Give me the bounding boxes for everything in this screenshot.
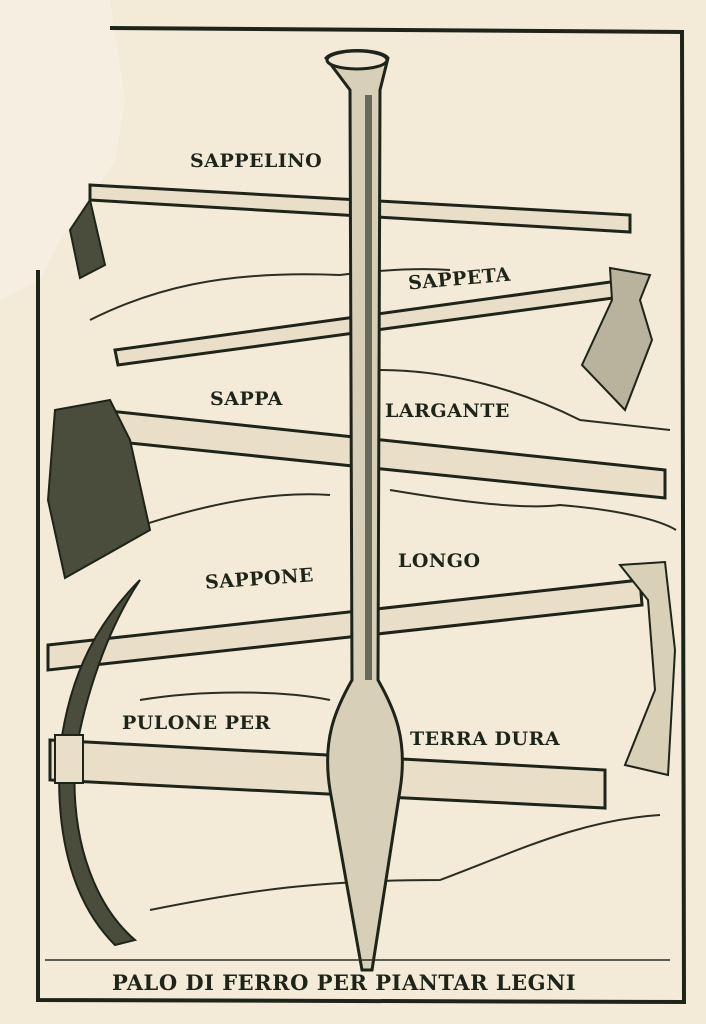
sappelino-blade	[68, 197, 107, 280]
stake-top	[325, 49, 389, 71]
sappone-blade	[618, 560, 677, 777]
tool-blades	[46, 197, 677, 947]
sappone-handle	[46, 578, 644, 672]
torn-corner	[0, 0, 125, 300]
pulone-eye	[54, 734, 84, 784]
sappeta-blade	[580, 266, 654, 412]
sappa-handle	[98, 408, 667, 500]
tool-handles	[46, 183, 667, 810]
label-terra-dura: TERRA DURA	[410, 728, 561, 750]
label-longo: LONGO	[398, 550, 481, 572]
caption: PALO DI FERRO PER PIANTAR LEGNI	[112, 970, 577, 995]
iron-stake	[324, 49, 404, 972]
label-largante: LARGANTE	[385, 400, 510, 422]
pulone-blade	[58, 579, 141, 947]
label-sappelino: SAPPELINO	[190, 150, 323, 172]
label-pulone-per: PULONE PER	[122, 712, 271, 734]
sappa-blade	[46, 398, 152, 580]
frame-border	[36, 26, 687, 1005]
label-sappa: SAPPA	[210, 388, 283, 410]
